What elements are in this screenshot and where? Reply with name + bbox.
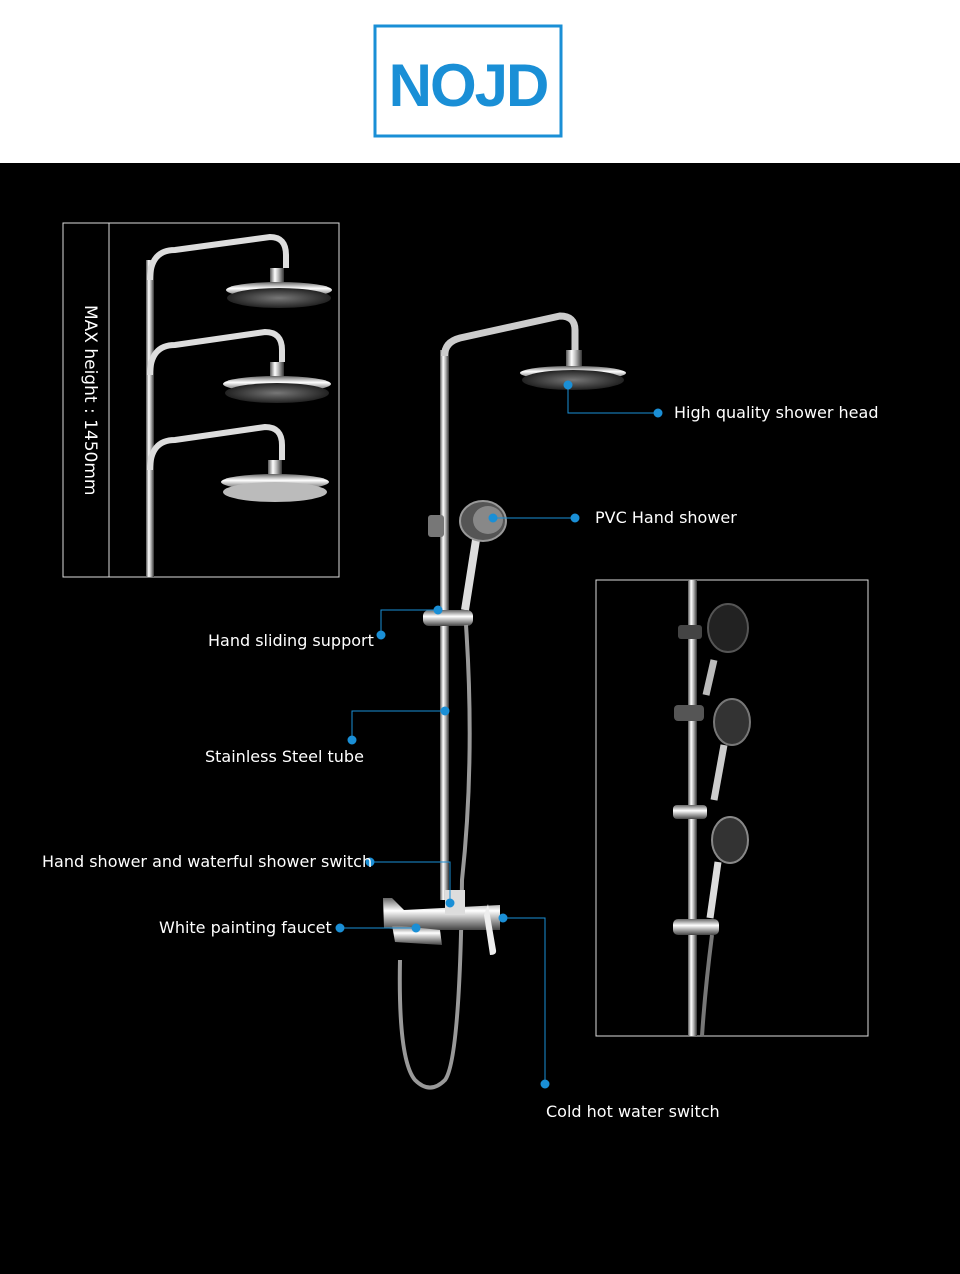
callout-hand-shower: PVC Hand shower bbox=[595, 508, 737, 527]
sliding-support-shape bbox=[423, 610, 473, 626]
hand-shower-position-1 bbox=[702, 603, 749, 696]
shower-head-variant-1 bbox=[226, 268, 332, 308]
callout-connectors bbox=[335, 380, 663, 1089]
height-panel bbox=[62, 222, 340, 578]
header: NOJD bbox=[0, 0, 960, 163]
callout-switch: Hand shower and waterful shower switch bbox=[42, 852, 373, 871]
callout-sliding-support: Hand sliding support bbox=[208, 631, 374, 650]
callout-shower-head: High quality shower head bbox=[674, 403, 879, 422]
brand-logo: NOJD bbox=[373, 24, 563, 138]
shower-head-variant-2 bbox=[223, 362, 331, 403]
callout-faucet: White painting faucet bbox=[159, 918, 332, 937]
shower-head-variant-3 bbox=[221, 460, 329, 502]
main-shower bbox=[383, 312, 626, 1090]
hand-shower-position-3 bbox=[706, 816, 749, 919]
main-hand-shower bbox=[459, 500, 507, 611]
main-shower-head bbox=[520, 350, 626, 390]
hand-shower-panel bbox=[595, 579, 869, 1037]
mixer-body bbox=[383, 890, 500, 955]
logo-text: NOJD bbox=[389, 52, 548, 119]
callout-hot-cold: Cold hot water switch bbox=[546, 1102, 720, 1121]
max-height-label: MAX height : 1450mm bbox=[80, 305, 100, 496]
callout-steel-tube: Stainless Steel tube bbox=[205, 747, 364, 766]
hand-shower-position-2 bbox=[710, 698, 751, 801]
